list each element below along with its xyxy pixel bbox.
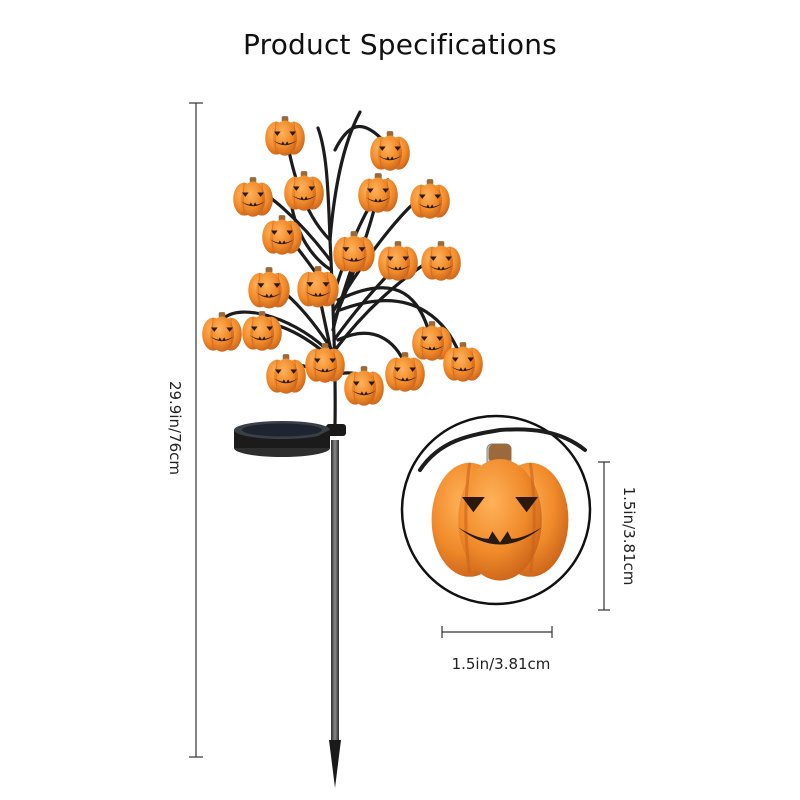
pumpkin-height-label: 1.5in/3.81cm: [620, 487, 638, 586]
page-title: Product Specifications: [243, 28, 557, 61]
pumpkin-light: [332, 230, 376, 274]
pumpkin-light: [357, 172, 399, 214]
pumpkin-width-dimension: [441, 626, 553, 638]
ground-stake: [326, 424, 346, 788]
pumpkin-light: [420, 240, 462, 282]
pumpkin-light: [304, 342, 346, 384]
total-height-label: 29.9in/76cm: [166, 381, 184, 475]
pumpkin-light: [369, 130, 411, 172]
pumpkin-light: [283, 170, 325, 212]
pumpkin-light: [232, 176, 274, 218]
pumpkin-height-dimension: [598, 461, 610, 611]
pumpkin-light: [377, 240, 419, 282]
pumpkin-light: [265, 353, 307, 395]
pumpkin-light: [247, 266, 291, 310]
pumpkin-light: [409, 178, 451, 220]
pumpkin-light: [201, 311, 243, 353]
pumpkin-closeup: [400, 414, 592, 606]
pumpkin-width-label: 1.5in/3.81cm: [452, 655, 551, 673]
height-dimension-line: [189, 102, 203, 758]
solar-panel: [234, 421, 335, 457]
pumpkin-light: [264, 115, 306, 157]
